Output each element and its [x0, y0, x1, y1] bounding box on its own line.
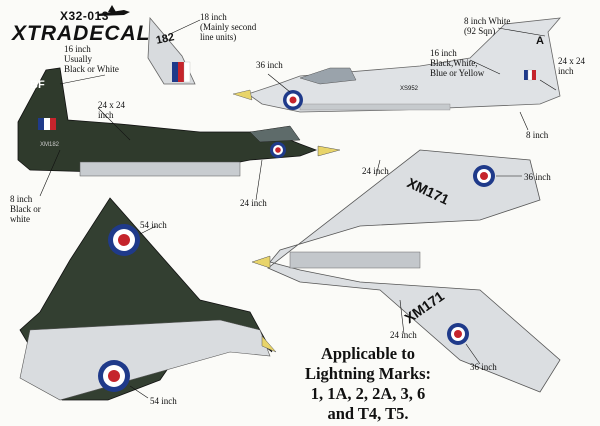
- fin-code-size-label: 18 inch (Mainly second line units): [200, 12, 257, 42]
- headline-line-4: and T4, T5.: [327, 404, 409, 423]
- flag-size-right-label: 24 x 24 inch: [558, 56, 585, 76]
- serial-marking-fin: XM182: [40, 142, 60, 148]
- nose-code-size-label: 16 inch Black,White, Blue or Yellow: [430, 48, 485, 78]
- eight-inch-bw-label: 8 inch Black or white: [10, 194, 41, 224]
- roundel-24-side-label: 24 inch: [240, 198, 267, 208]
- roundel-36-lower-right-label: 36 inch: [524, 172, 551, 182]
- fin-letter-size-label: 8 inch White (92 Sqn): [464, 16, 511, 36]
- fin-letter-marking: A: [536, 35, 544, 47]
- jet-logo-icon: [98, 5, 130, 16]
- top-code-marking: BF: [30, 79, 45, 91]
- brand-name: XTRADECAL: [12, 22, 151, 45]
- roundel-54-bottom-label: 54 inch: [150, 396, 177, 406]
- leader-lines: [39, 19, 557, 399]
- applicability-headline: Applicable to Lightning Marks: 1, 1A, 2,…: [268, 344, 468, 424]
- flag-size-top-label: 24 x 24 inch: [98, 100, 125, 120]
- roundel-24-top-label: 24 inch: [362, 166, 389, 176]
- headline-line-1: Applicable to: [321, 344, 415, 363]
- underside-view-silver: [251, 149, 561, 393]
- top-code-size-label: 16 inch Usually Black or White: [64, 44, 119, 74]
- headline-line-3: 1, 1A, 2, 2A, 3, 6: [310, 384, 426, 403]
- serial-marking-nose: XS952: [400, 86, 419, 92]
- roundel-24-bottom-right-label: 24 inch: [390, 330, 417, 340]
- side-view-silver: [232, 17, 561, 113]
- roundel-36-bottom-label: 36 inch: [470, 362, 497, 372]
- roundel-36-upper-label: 36 inch: [256, 60, 283, 70]
- roundel-54-top-label: 54 inch: [140, 220, 167, 230]
- eight-inch-label: 8 inch: [526, 130, 549, 140]
- product-code: X32-013: [60, 9, 109, 23]
- headline-line-2: Lightning Marks:: [304, 364, 432, 383]
- plan-view-camo: [19, 197, 277, 401]
- side-view-camo: [17, 67, 341, 177]
- fin-silhouette: [147, 16, 196, 85]
